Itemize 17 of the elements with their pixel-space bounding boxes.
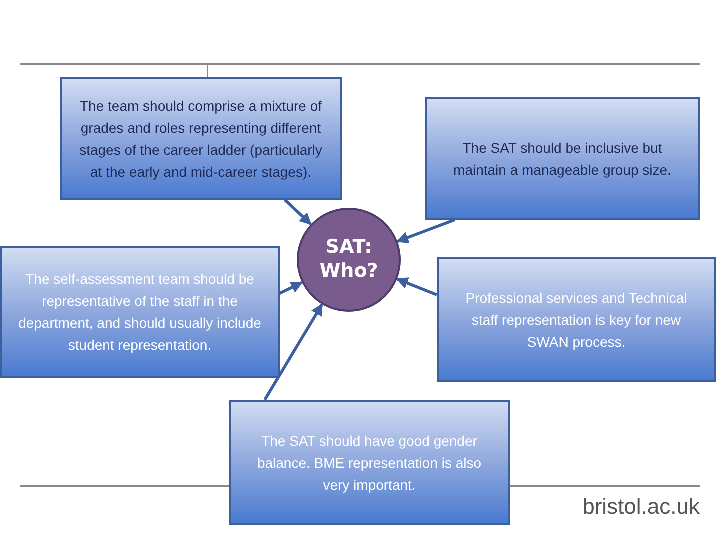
arrow (279, 281, 304, 295)
footer-url: bristol.ac.uk (582, 493, 700, 521)
callout-text: The SAT should be inclusive but maintain a manageable group size. (452, 138, 672, 180)
callout-box (60, 77, 342, 200)
callout-text: The self-assessment team should be representative of the staff in the department, and should usually include student representation. (18, 270, 262, 355)
callout-text: Professional services and Technical staff representation is key for new SWAN process. (464, 288, 688, 352)
callout-box (229, 400, 510, 525)
arrow (264, 304, 324, 401)
callout-box (0, 246, 280, 378)
arrow (284, 198, 312, 226)
arrow (396, 278, 438, 296)
circle-title: SAT: Who? (318, 236, 380, 284)
arrow (396, 218, 456, 244)
callout-box (425, 97, 700, 220)
callout-box (437, 257, 716, 382)
callout-text: The SAT should have good gender balance. BME representation is also very important. (256, 432, 483, 495)
callout-text: The team should comprise a mixture of grades and roles representing different stages of the career ladder (particularly at the early and mid-career stages). (78, 96, 324, 182)
